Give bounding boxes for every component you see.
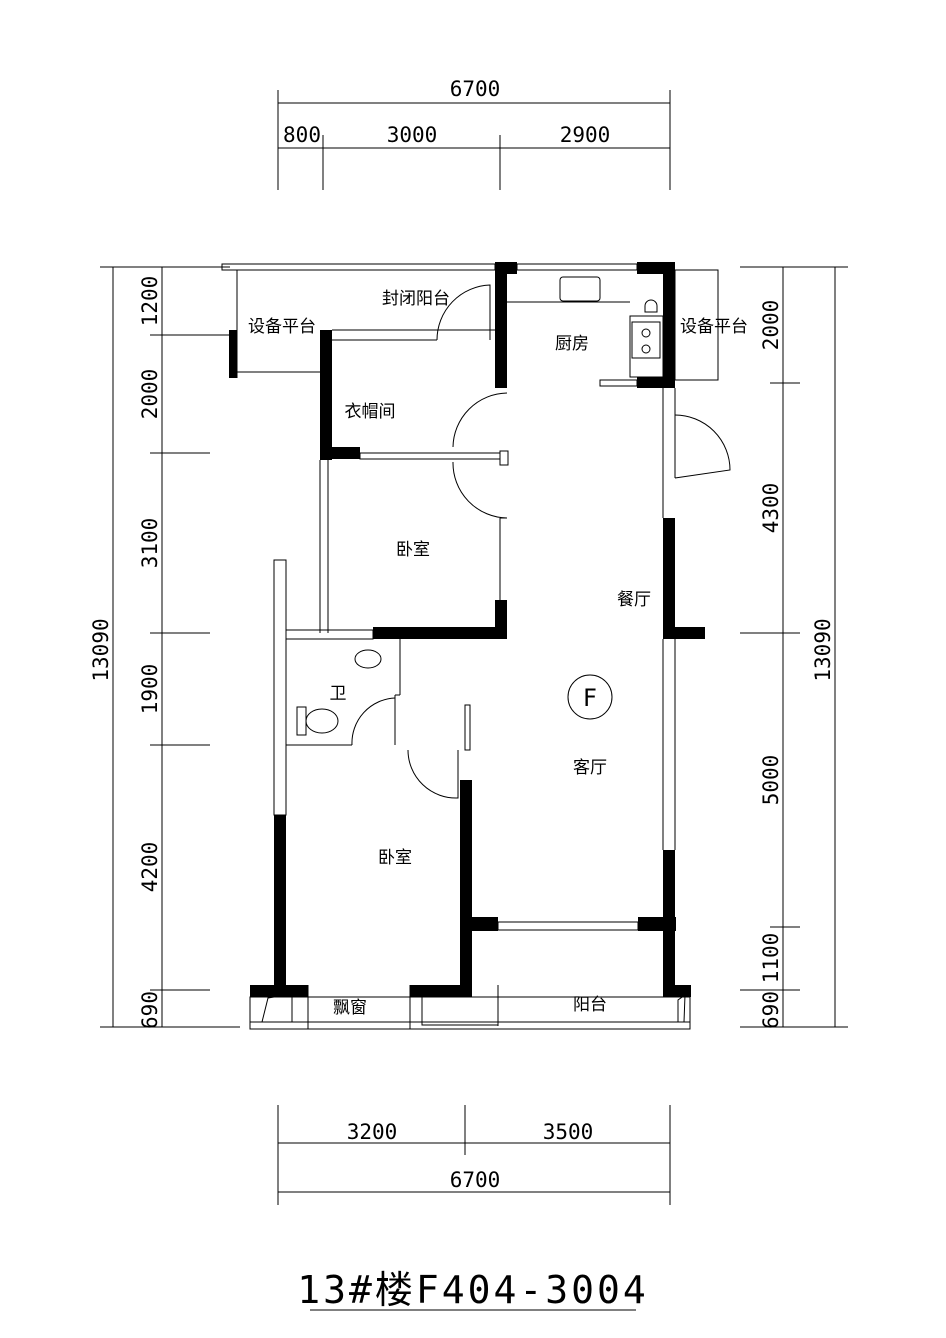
sink-icon <box>559 276 601 302</box>
toilet-icon <box>305 708 339 734</box>
dim-top-total: 6700 <box>450 77 501 101</box>
dim-left-seg: 1200 <box>138 276 162 327</box>
water-heater-icon <box>644 299 658 313</box>
dim-right-seg: 2000 <box>759 300 783 351</box>
dim-bottom-seg: 3500 <box>543 1120 594 1144</box>
room-closed-balcony: 封闭阳台 <box>382 289 450 309</box>
left-dimensions: 13090 1200 2000 3100 1900 4200 690 <box>89 266 240 1029</box>
dim-top-seg: 800 <box>283 123 321 147</box>
room-bathroom: 卫 <box>330 684 347 704</box>
room-living: 客厅 <box>573 758 607 778</box>
dim-right-total: 13090 <box>811 618 835 681</box>
room-equipment-platform-left: 设备平台 <box>248 317 316 337</box>
room-kitchen: 厨房 <box>555 334 589 354</box>
dim-right-seg: 4300 <box>759 483 783 534</box>
dim-left-seg: 4200 <box>138 842 162 893</box>
washbasin-icon <box>354 649 382 669</box>
dim-left-seg: 690 <box>138 991 162 1029</box>
dim-top-seg: 2900 <box>560 123 611 147</box>
dim-left-seg: 1900 <box>138 664 162 715</box>
dim-bottom-total: 6700 <box>450 1168 501 1192</box>
dim-right-seg: 690 <box>759 991 783 1029</box>
room-equipment-platform-right: 设备平台 <box>680 317 748 337</box>
dim-right-seg: 5000 <box>759 755 783 806</box>
dim-left-seg: 3100 <box>138 518 162 569</box>
room-dining: 餐厅 <box>617 590 651 610</box>
plan-title: 13#楼F404-3004 <box>297 1268 649 1312</box>
dim-bottom-seg: 3200 <box>347 1120 398 1144</box>
bottom-dimensions: 3200 3500 6700 <box>277 1105 671 1205</box>
room-balcony: 阳台 <box>573 995 607 1015</box>
unit-badge-circle <box>567 674 613 720</box>
dim-left-seg: 2000 <box>138 369 162 420</box>
top-dimensions: 6700 800 3000 2900 <box>277 77 671 190</box>
fixtures <box>296 276 661 736</box>
toilet-tank-icon <box>296 706 307 736</box>
room-bedroom: 卧室 <box>378 848 412 868</box>
right-dimensions: 13090 2000 4300 5000 1100 690 <box>740 266 848 1029</box>
room-bay-window: 飘窗 <box>333 998 367 1018</box>
stove-icon <box>631 321 661 359</box>
load-bearing-walls <box>229 262 705 997</box>
doors <box>351 284 731 799</box>
dim-right-seg: 1100 <box>759 933 783 984</box>
dim-top-seg: 3000 <box>387 123 438 147</box>
dim-left-total: 13090 <box>89 618 113 681</box>
unit-badge: F <box>583 684 597 712</box>
room-cloakroom: 衣帽间 <box>345 402 396 422</box>
room-bedroom: 卧室 <box>396 540 430 560</box>
